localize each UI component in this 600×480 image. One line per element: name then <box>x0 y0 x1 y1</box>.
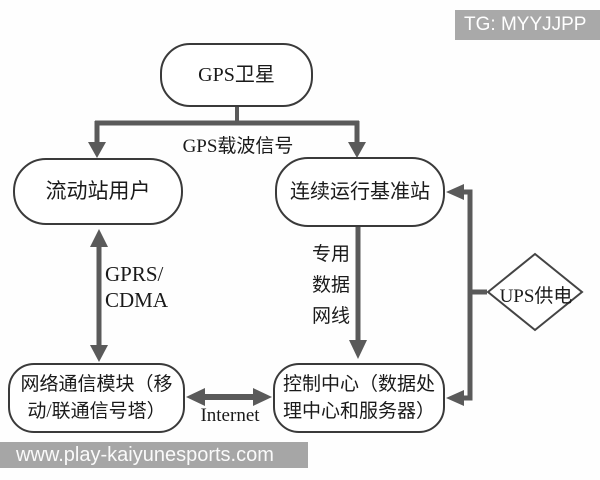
ups-diamond-node <box>486 252 584 332</box>
node-network-module-line2: 动/联通信号塔） <box>27 401 166 422</box>
edge-internet <box>186 388 272 406</box>
edge-label-gprs-cdma: GPRS/ CDMA <box>105 261 168 313</box>
edge-label-dedicated-line1: 专用 <box>311 244 350 265</box>
arrowhead-down-network <box>90 345 108 362</box>
node-gps-satellite-label: GPS卫星 <box>198 63 275 86</box>
node-network-module-line1: 网络通信模块（移 <box>20 374 173 395</box>
edge-gps-broadcast <box>88 106 366 158</box>
edge-ups-power <box>446 184 487 406</box>
edge-dedicated-line <box>349 227 367 359</box>
arrowhead-down-control <box>349 340 367 359</box>
arrowhead-to-rover <box>88 142 106 158</box>
node-base-station: 连续运行基准站 <box>275 157 445 227</box>
arrowhead-left-network <box>186 388 205 406</box>
arrowhead-up-rover <box>90 229 108 247</box>
node-rover-user: 流动站用户 <box>13 158 183 225</box>
telegram-badge: TG: MYYJJPP <box>455 10 600 40</box>
arrowhead-right-control <box>253 388 272 406</box>
edge-label-dedicated-line3: 网线 <box>311 306 350 327</box>
node-rover-user-label: 流动站用户 <box>45 179 151 204</box>
node-gps-satellite: GPS卫星 <box>160 43 313 107</box>
node-control-center-line1: 控制中心（数据处 <box>282 374 435 395</box>
node-base-station-label: 连续运行基准站 <box>290 180 430 203</box>
arrowhead-into-base <box>446 184 464 200</box>
node-ups-label: UPS供电 <box>499 286 573 307</box>
watermark-url: www.play-kaiyunesports.com <box>0 442 308 468</box>
arrowhead-into-control <box>446 390 464 406</box>
edge-gprs-cdma <box>90 229 108 362</box>
edge-label-gprs-line1: GPRS/ <box>105 262 164 286</box>
node-control-center-line2: 理中心和服务器） <box>282 401 435 422</box>
arrowhead-to-base <box>348 142 366 158</box>
edge-label-internet: Internet <box>200 405 260 426</box>
edge-label-gprs-line2: CDMA <box>105 288 169 312</box>
edge-label-dedicated-line: 专用 数据 网线 <box>310 239 352 332</box>
node-network-module: 网络通信模块（移 动/联通信号塔） <box>8 363 185 433</box>
edge-label-gps-signal: GPS载波信号 <box>182 136 294 157</box>
node-control-center: 控制中心（数据处 理中心和服务器） <box>273 363 445 433</box>
edge-label-dedicated-line2: 数据 <box>311 275 350 296</box>
